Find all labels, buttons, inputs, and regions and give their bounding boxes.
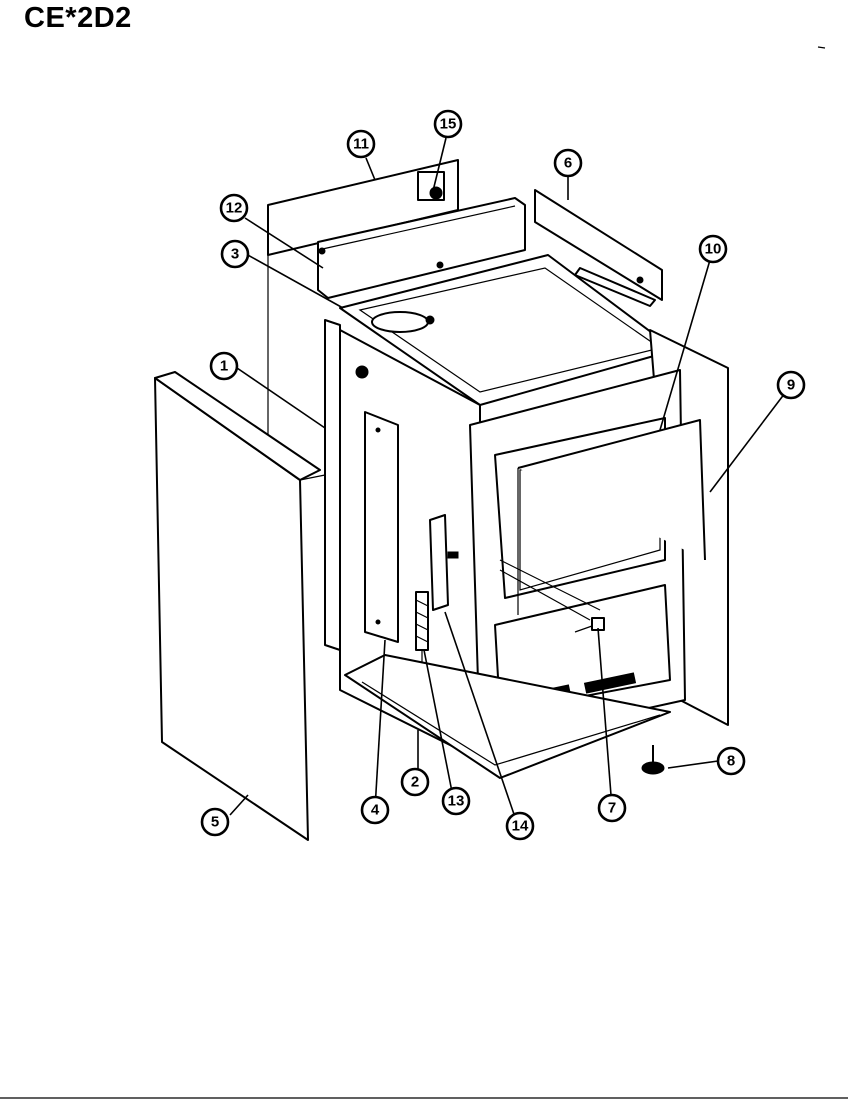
callout-12: 12 [219, 193, 249, 223]
svg-text:7: 7 [608, 800, 616, 817]
page-title: CE*2D2 [24, 2, 132, 34]
callout-7: 7 [597, 793, 627, 823]
svg-text:1: 1 [220, 358, 228, 375]
callout-9: 9 [776, 370, 806, 400]
stray-mark [817, 46, 826, 49]
svg-text:12: 12 [226, 200, 243, 217]
svg-text:3: 3 [231, 246, 239, 263]
svg-text:15: 15 [440, 116, 457, 133]
svg-text:4: 4 [371, 802, 380, 819]
svg-text:2: 2 [411, 774, 419, 791]
callout-8: 8 [716, 746, 746, 776]
side-channel-part [364, 411, 399, 643]
svg-text:13: 13 [448, 793, 465, 810]
callout-6: 6 [553, 148, 583, 178]
callout-5: 5 [200, 807, 230, 837]
outer-side-panel-part [154, 371, 326, 841]
door-spring-part [415, 591, 429, 670]
svg-text:9: 9 [787, 377, 795, 394]
callout-2: 2 [400, 767, 430, 797]
hinge-screw-part [574, 617, 605, 633]
callout-10: 10 [698, 234, 728, 264]
callout-11: 11 [346, 129, 376, 159]
svg-text:11: 11 [353, 136, 369, 153]
callout-1: 1 [209, 351, 239, 381]
callout-13: 13 [441, 786, 471, 816]
svg-text:14: 14 [512, 818, 529, 835]
leveling-leg-part [641, 745, 665, 775]
hinge-receptacle-part [429, 514, 459, 611]
bottom-tray-part [344, 654, 671, 779]
callout-4: 4 [360, 795, 390, 825]
backguard-bracket-part [317, 197, 526, 299]
oven-door-seal-part [517, 419, 706, 615]
inner-side-panel-part [324, 319, 369, 651]
callout-3: 3 [220, 239, 250, 269]
callout-14: 14 [505, 811, 535, 841]
svg-text:8: 8 [727, 753, 735, 770]
svg-text:6: 6 [564, 155, 572, 172]
rear-bracket-part [534, 189, 663, 307]
callout-15: 15 [433, 109, 463, 139]
svg-text:5: 5 [211, 814, 219, 831]
svg-text:10: 10 [705, 241, 722, 258]
